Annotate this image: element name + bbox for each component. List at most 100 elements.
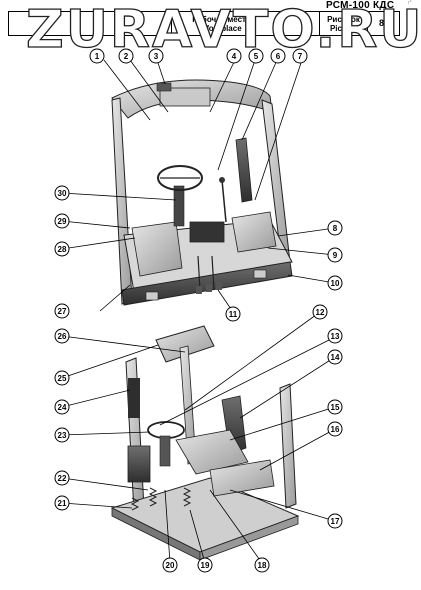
callout-circle	[327, 328, 343, 344]
callout-label: 22	[58, 474, 67, 483]
side-panel	[235, 137, 253, 203]
figure-number-cell: 89	[367, 12, 400, 35]
callout-circle	[148, 48, 164, 64]
callout-circle	[89, 48, 105, 64]
figure-label-ru: Рисунок	[327, 15, 360, 24]
title-en: Workplace	[201, 24, 242, 33]
steering-wheel-lower	[147, 421, 185, 439]
callout-4: 4	[226, 48, 242, 64]
callout-label: 20	[166, 561, 175, 570]
callout-13: 13	[327, 328, 343, 344]
callout-29: 29	[54, 213, 70, 229]
callout-25: 25	[54, 370, 70, 386]
callout-label: 15	[331, 403, 340, 412]
callout-18: 18	[254, 557, 270, 573]
callout-circle	[54, 328, 70, 344]
figure-number: 89	[378, 18, 389, 28]
seat-console	[209, 459, 275, 497]
callout-label: 1	[95, 52, 100, 61]
callout-label: 28	[58, 245, 67, 254]
right-console	[231, 211, 277, 253]
callout-circle	[327, 275, 343, 291]
watermark: ZURAVTO.RU	[25, 0, 421, 60]
callout-label: 26	[58, 332, 67, 341]
roof-light	[156, 82, 172, 92]
callout-9: 9	[327, 247, 343, 263]
callout-23: 23	[54, 427, 70, 443]
callout-circle	[226, 48, 242, 64]
seat-assembly-view	[110, 325, 300, 561]
callout-label: 13	[331, 332, 340, 341]
callout-circle	[327, 421, 343, 437]
callout-12: 12	[312, 304, 328, 320]
title-cell: Рабочее место Workplace	[171, 12, 271, 35]
callout-10: 10	[327, 275, 343, 291]
callout-27: 27	[54, 303, 70, 319]
callout-label: 11	[229, 310, 238, 319]
callout-6: 6	[270, 48, 286, 64]
corner-mark: r*	[408, 0, 412, 6]
callout-circle	[248, 48, 264, 64]
document-model-title: РСМ-100 КДС	[326, 0, 395, 11]
callout-circle	[270, 48, 286, 64]
callout-28: 28	[54, 241, 70, 257]
cab-frame-top-view	[111, 79, 293, 306]
callout-circle	[54, 399, 70, 415]
callout-label: 27	[58, 307, 67, 316]
canopy	[155, 325, 215, 363]
callout-8: 8	[327, 220, 343, 236]
callout-label: 30	[58, 189, 67, 198]
callout-26: 26	[54, 328, 70, 344]
seat-cushion	[175, 429, 249, 475]
callout-label: 5	[254, 52, 259, 61]
callout-label: 7	[298, 52, 303, 61]
callout-circle	[327, 349, 343, 365]
callout-circle	[327, 220, 343, 236]
callout-circle	[327, 247, 343, 263]
callout-circle	[254, 557, 270, 573]
callout-15: 15	[327, 399, 343, 415]
left-console	[131, 221, 183, 277]
callout-label: 12	[316, 308, 325, 317]
callout-20: 20	[162, 557, 178, 573]
title-block: Рабочее место Workplace Рисунок Picture …	[8, 11, 400, 36]
callout-label: 4	[232, 52, 237, 61]
callout-label: 19	[201, 561, 210, 570]
callout-5: 5	[248, 48, 264, 64]
callout-circle	[54, 303, 70, 319]
callout-label: 24	[58, 403, 67, 412]
callout-circle	[54, 427, 70, 443]
center-console	[189, 221, 225, 243]
callout-circle	[54, 185, 70, 201]
callout-label: 8	[333, 224, 338, 233]
steering-wheel	[157, 165, 203, 191]
callout-circle	[292, 48, 308, 64]
callout-label: 3	[154, 52, 159, 61]
callout-label: 6	[276, 52, 281, 61]
callout-circle	[54, 213, 70, 229]
callout-label: 18	[258, 561, 267, 570]
callout-24: 24	[54, 399, 70, 415]
title-ru: Рабочее место	[192, 15, 251, 24]
callout-label: 25	[58, 374, 67, 383]
roof-console	[159, 87, 211, 107]
callout-16: 16	[327, 421, 343, 437]
callout-14: 14	[327, 349, 343, 365]
callout-circle	[197, 557, 213, 573]
callout-11: 11	[225, 306, 241, 322]
callout-label: 17	[331, 517, 340, 526]
callout-21: 21	[54, 495, 70, 511]
callout-label: 29	[58, 217, 67, 226]
callout-circle	[327, 513, 343, 529]
callout-circle	[225, 306, 241, 322]
callout-19: 19	[197, 557, 213, 573]
figure-label-cell: Рисунок Picture	[319, 12, 367, 35]
left-control-panel	[127, 445, 151, 483]
control-lever	[221, 179, 227, 223]
callout-circle	[118, 48, 134, 64]
callout-1: 1	[89, 48, 105, 64]
callout-label: 16	[331, 425, 340, 434]
callout-circle	[162, 557, 178, 573]
